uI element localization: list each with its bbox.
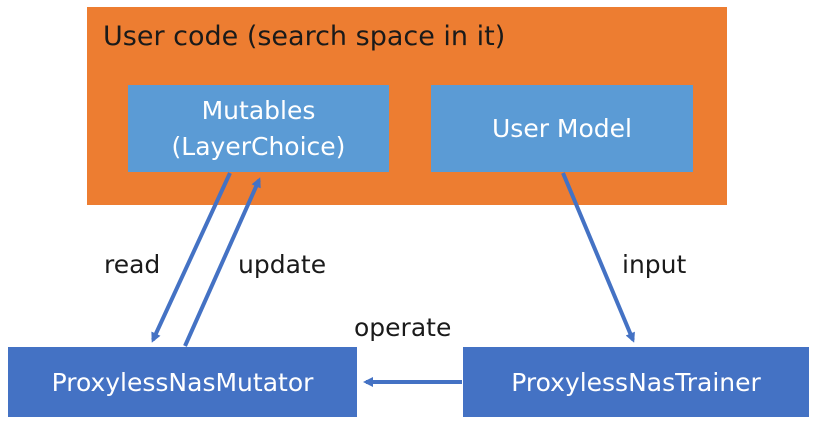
mutables-label: Mutables [201, 95, 316, 125]
input-label: input [622, 250, 687, 279]
user-code-title: User code (search space in it) [103, 21, 506, 52]
operate-label: operate [354, 313, 452, 342]
mutator-node: ProxylessNasMutator [8, 347, 357, 417]
layerchoice-label: (LayerChoice) [171, 131, 346, 161]
user-model-node: User Model [431, 85, 693, 172]
trainer-node: ProxylessNasTrainer [463, 347, 809, 417]
mutables-node: Mutables (LayerChoice) [128, 85, 389, 172]
mutator-label: ProxylessNasMutator [51, 367, 314, 397]
trainer-label: ProxylessNasTrainer [511, 367, 761, 397]
read-label: read [104, 250, 161, 279]
user-model-label: User Model [492, 114, 632, 143]
update-label: update [238, 250, 327, 279]
